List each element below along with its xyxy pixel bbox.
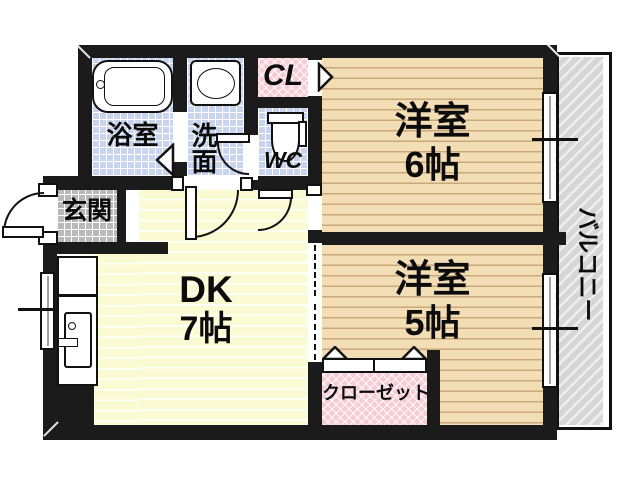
wall-left-upper bbox=[78, 45, 92, 190]
wall-closet-right bbox=[427, 350, 440, 425]
faucet-icon bbox=[68, 322, 76, 330]
washbasin-bowl bbox=[197, 68, 235, 99]
entrance-step bbox=[126, 190, 139, 242]
western6-door-opening bbox=[308, 194, 322, 230]
wall-under-wc bbox=[253, 176, 322, 190]
western-room-6-floor bbox=[322, 58, 543, 232]
sliding-partition-base bbox=[308, 243, 322, 362]
dk-name: DK bbox=[179, 269, 233, 310]
closet-main-floor bbox=[322, 370, 427, 425]
bath-door-marker-icon bbox=[155, 143, 175, 177]
bath-door-opening bbox=[173, 112, 187, 162]
western5-name: 洋室 bbox=[394, 259, 471, 301]
wall-east-jamb bbox=[308, 230, 322, 245]
bathtub-drain bbox=[96, 80, 105, 89]
western5-window bbox=[542, 273, 558, 388]
bathtub-inner bbox=[104, 67, 165, 106]
wall-room-divider bbox=[322, 232, 566, 245]
western6-window-tick bbox=[532, 138, 578, 141]
washroom-label: 洗面 bbox=[188, 122, 218, 174]
western6-window bbox=[542, 92, 558, 203]
sliding-partition-upper bbox=[308, 245, 322, 296]
balcony-deck bbox=[559, 57, 603, 425]
balcony-label: バルコニー bbox=[575, 207, 601, 322]
dk-floor bbox=[139, 190, 308, 425]
wall-bottom bbox=[43, 425, 557, 440]
partition-dash-line bbox=[314, 245, 316, 296]
wall-entrance-stub bbox=[117, 190, 126, 242]
window-mullion bbox=[549, 277, 551, 384]
western5-window-tick bbox=[532, 327, 578, 330]
closet-label: クローゼット bbox=[322, 383, 430, 403]
washroom-door-leaf bbox=[185, 186, 197, 240]
closet-bifold-icon bbox=[401, 346, 427, 360]
western6-door-jamb bbox=[306, 184, 322, 196]
closet-door-divider bbox=[373, 359, 375, 372]
faucet-spout bbox=[58, 338, 78, 347]
washroom-door-opening bbox=[184, 176, 240, 190]
western6-label: 洋室 6帖 bbox=[322, 100, 543, 186]
wall-closet-left bbox=[308, 360, 322, 425]
dk-size: 7帖 bbox=[179, 310, 233, 348]
wc-door-leaf bbox=[258, 189, 293, 199]
wall-cl-wc bbox=[258, 97, 308, 108]
kitchen-counter-divider bbox=[58, 294, 97, 297]
front-door-opening bbox=[43, 197, 57, 231]
kitchen-window-tick bbox=[18, 308, 64, 311]
western6-name: 洋室 bbox=[394, 101, 471, 143]
partition-dash-line bbox=[314, 304, 316, 360]
washroom-door-jamb-right bbox=[240, 177, 253, 191]
entrance-label: 玄関 bbox=[61, 197, 112, 225]
wc-washroom-door-leaf bbox=[216, 133, 250, 143]
wall-under-bath bbox=[92, 176, 172, 190]
wc-label: WC bbox=[263, 147, 303, 173]
cl-door-marker-icon bbox=[317, 62, 334, 92]
wall-under-entrance bbox=[43, 242, 168, 254]
washroom-door-jamb-left bbox=[171, 176, 184, 191]
closet-cl-floor bbox=[258, 58, 308, 97]
entrance-floor bbox=[57, 190, 117, 244]
front-door-leaf bbox=[2, 226, 44, 238]
closet-bifold-icon bbox=[322, 346, 348, 360]
window-mullion bbox=[47, 276, 48, 346]
western6-size: 6帖 bbox=[404, 144, 461, 185]
wall-pipe-shaft bbox=[43, 386, 94, 425]
dk-floor-kitchen-side bbox=[94, 254, 139, 425]
kitchen-window bbox=[40, 272, 55, 350]
bath-label: 浴室 bbox=[106, 120, 159, 150]
western5-label: 洋室 5帖 bbox=[322, 258, 543, 344]
cl-label: CL bbox=[263, 59, 303, 92]
window-mullion bbox=[549, 96, 551, 199]
toilet-bowl-icon bbox=[271, 122, 300, 162]
western5-size: 5帖 bbox=[404, 302, 461, 343]
sliding-partition-lower bbox=[308, 304, 322, 360]
dk-label: DK 7帖 bbox=[131, 269, 281, 349]
toilet-handle bbox=[298, 121, 307, 147]
